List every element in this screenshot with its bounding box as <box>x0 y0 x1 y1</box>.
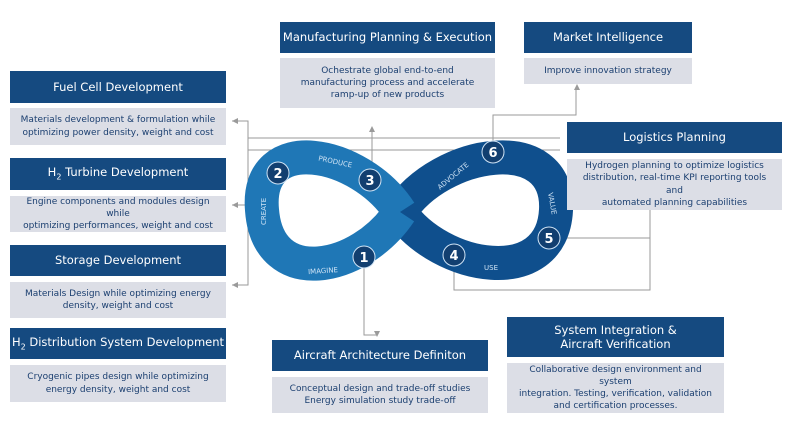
market-title: Market Intelligence <box>524 22 692 53</box>
stage-label: VALUE <box>546 192 558 215</box>
loop-left <box>244 140 415 281</box>
fuel-cell-title: Fuel Cell Development <box>10 71 226 103</box>
stage-number: 3 <box>365 174 374 189</box>
logistics-desc: Hydrogen planning to optimize logistics … <box>567 159 782 210</box>
system-integration-desc: Collaborative design environment and sys… <box>507 363 724 413</box>
stage-number: 6 <box>488 146 497 161</box>
h2-turbine-desc: Engine components and modules design whi… <box>10 196 226 232</box>
manufacturing-desc: Ochestrate global end-to-end manufacturi… <box>280 58 495 108</box>
market-desc: Improve innovation strategy <box>524 58 692 84</box>
aircraft-architecture-desc: Conceptual design and trade-off studies … <box>272 377 488 413</box>
stage-number: 2 <box>273 167 282 182</box>
h2-turbine-title: H2 Turbine Development <box>10 158 226 190</box>
manufacturing-title: Manufacturing Planning & Execution <box>280 22 495 53</box>
fuel-cell-desc: Materials development & formulation whil… <box>10 108 226 145</box>
stage-number: 1 <box>359 251 368 266</box>
stage-number: 5 <box>544 232 553 247</box>
storage-title: Storage Development <box>10 245 226 276</box>
stage-label: CREATE <box>260 198 268 225</box>
h2-distribution-desc: Cryogenic pipes design while optimizing … <box>10 365 226 402</box>
system-integration-title: System Integration & Aircraft Verificati… <box>507 317 724 357</box>
storage-desc: Materials Design while optimizing energy… <box>10 282 226 318</box>
stage-label: IMAGINE <box>308 266 338 276</box>
stage-number: 4 <box>449 249 458 264</box>
stage-label: USE <box>484 264 498 272</box>
h2-distribution-title: H2 Distribution System Development <box>10 328 226 359</box>
logistics-title: Logistics Planning <box>567 122 782 153</box>
aircraft-architecture-title: Aircraft Architecture Definiton <box>272 340 488 371</box>
loop-right <box>385 140 573 280</box>
